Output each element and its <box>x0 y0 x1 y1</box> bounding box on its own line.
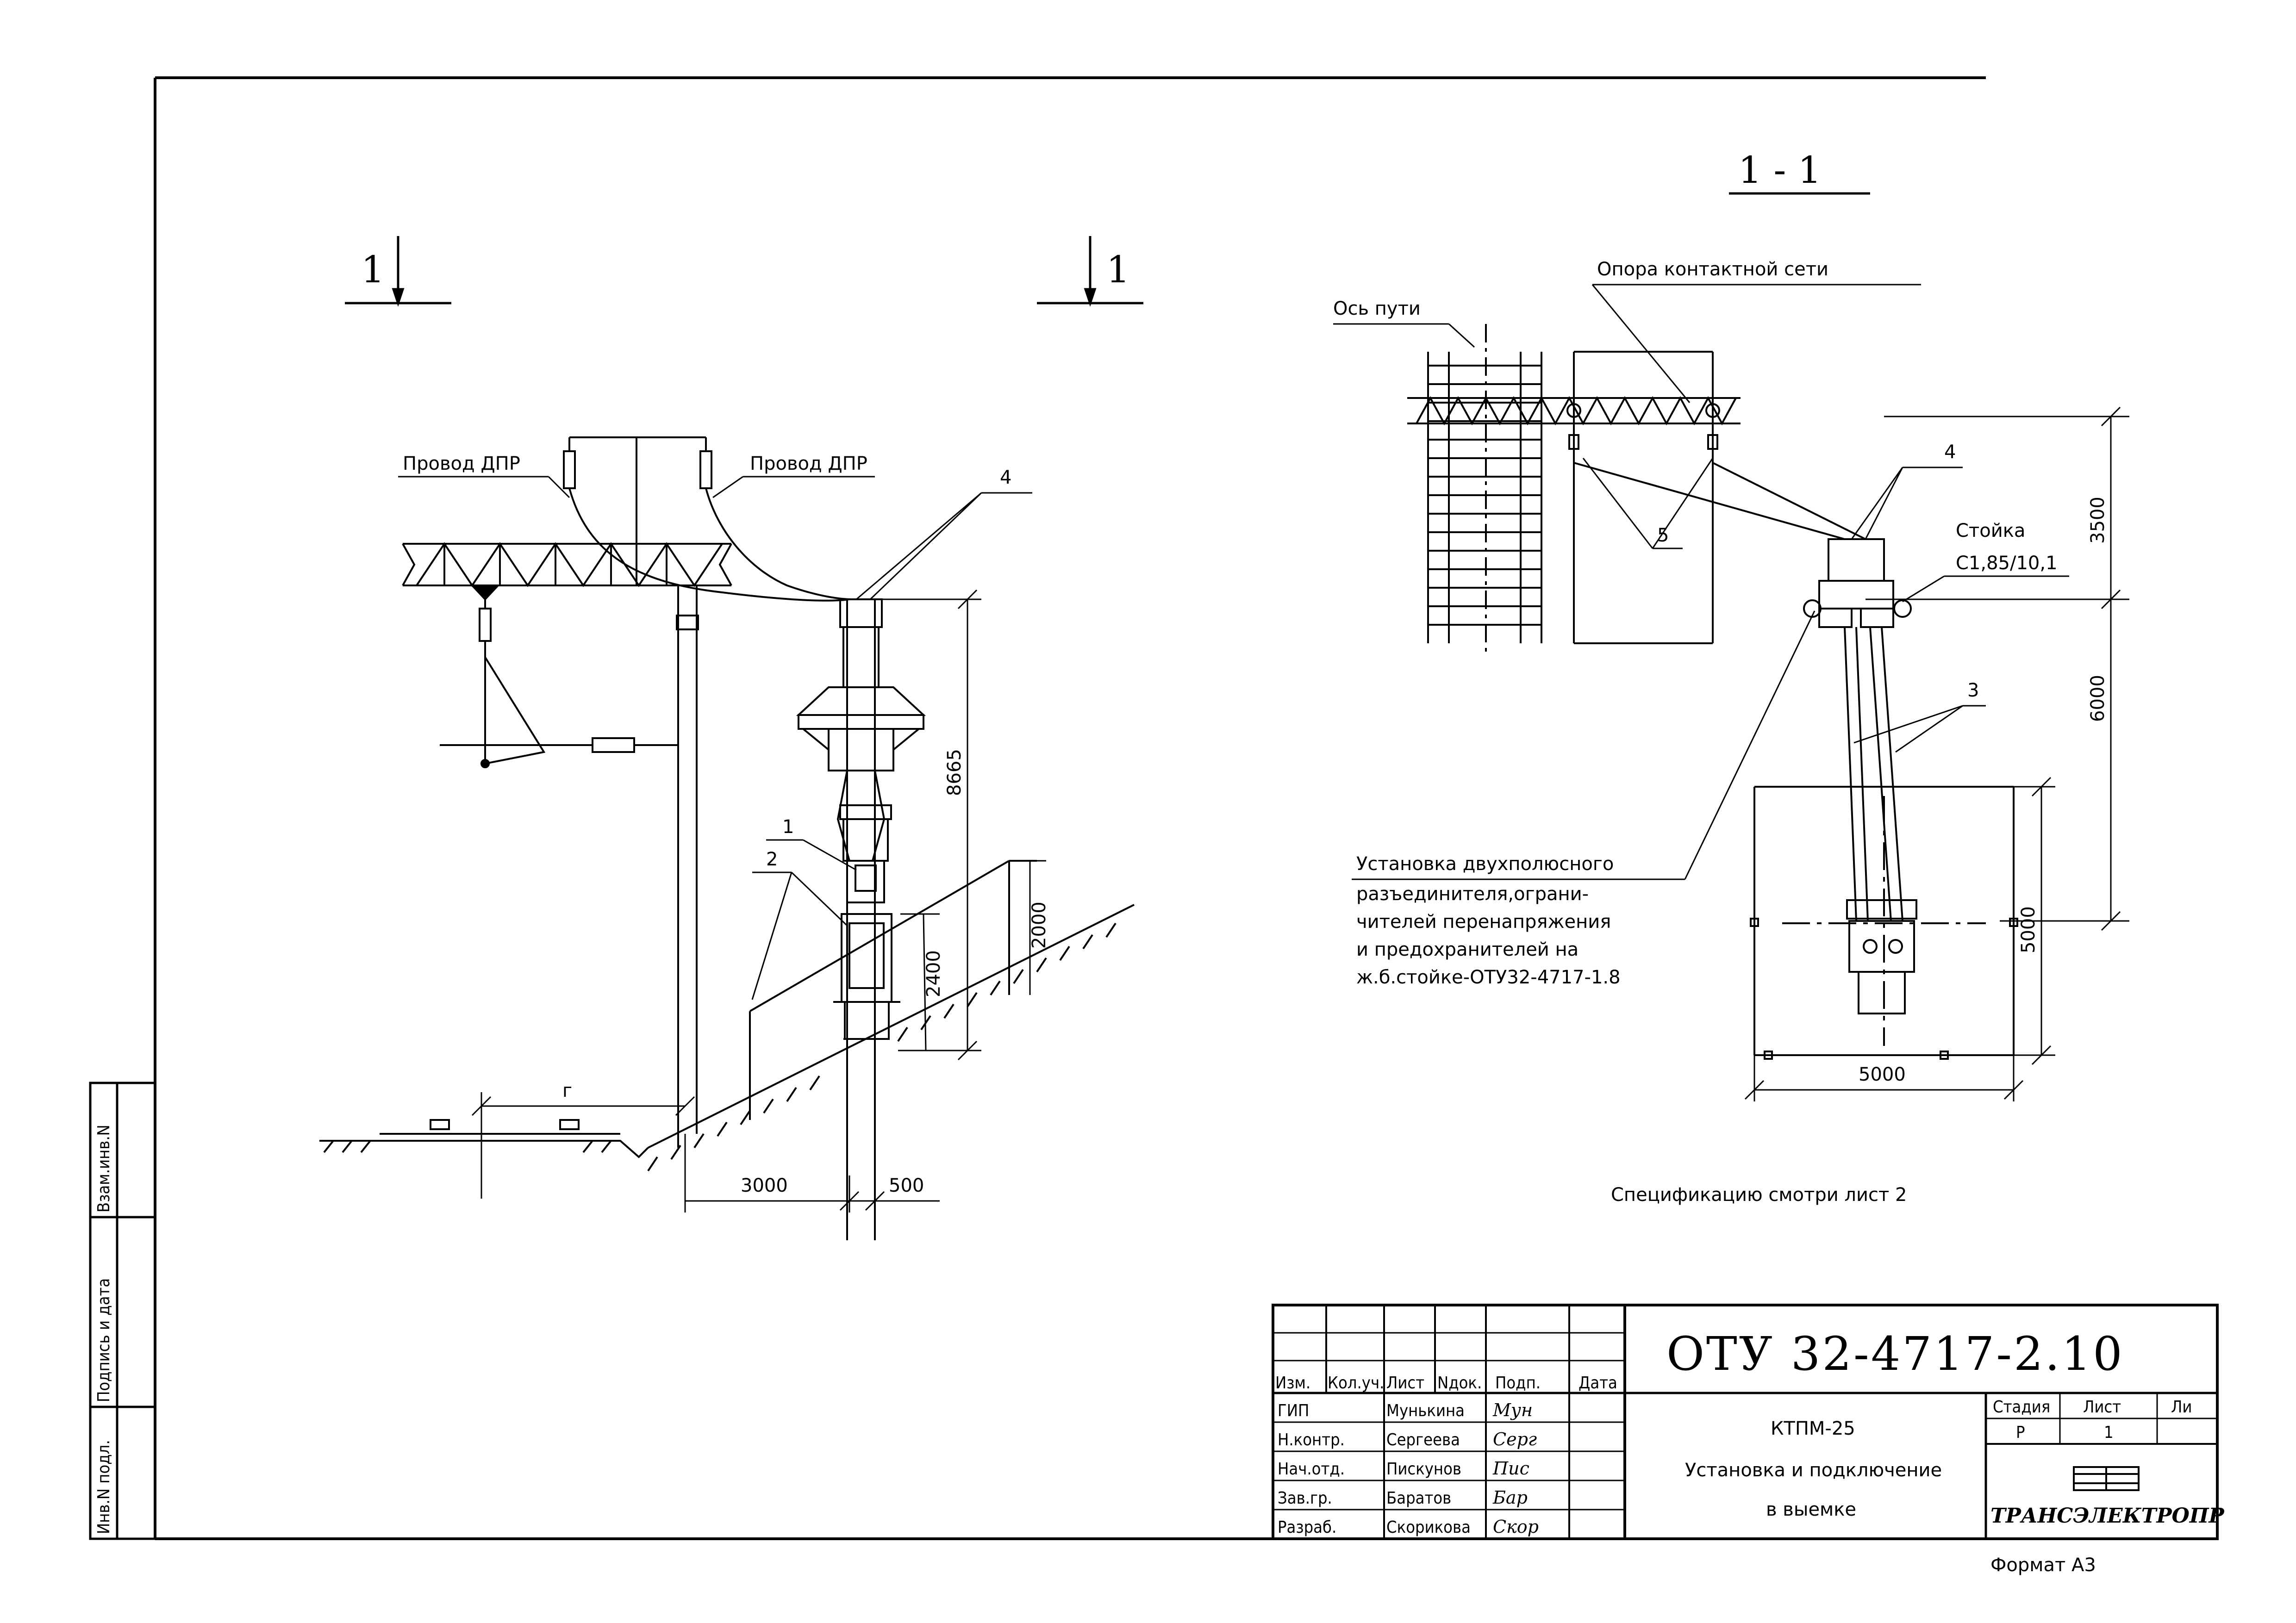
dim-g: г <box>562 1080 572 1101</box>
tb-header-list: Лист <box>1386 1374 1424 1393</box>
section-title: 1 - 1 <box>1738 149 1822 192</box>
install-title: Установка двухполюсного <box>1356 853 1614 875</box>
section-mark-right: 1 <box>1106 248 1130 291</box>
plan-callouts <box>1333 284 2069 880</box>
sheet-header: Лист <box>2083 1398 2121 1417</box>
tb-role-nkontr: Н.контр. <box>1278 1430 1345 1449</box>
rack-label: Стойка <box>1956 520 2025 541</box>
tb-role-nachotd: Нач.отд. <box>1278 1460 1345 1479</box>
tb-role-gip: ГИП <box>1278 1401 1309 1420</box>
product-name: КТПМ-25 <box>1771 1418 1855 1439</box>
dim-5000-vertical: 5000 <box>2018 906 2039 953</box>
left-elevation-view <box>319 436 1135 1240</box>
dpr-wire-label-left: Провод ДПР <box>403 453 520 474</box>
catenary-pole <box>676 585 699 1148</box>
tb-name-nkontr: Сергеева <box>1386 1430 1460 1449</box>
install-line-4: ж.б.стойке-ОТУ32-4717-1.8 <box>1356 967 1621 988</box>
section-marks <box>345 192 1870 307</box>
stage-value: Р <box>2016 1423 2025 1442</box>
install-line-2: чителей перенапряжения <box>1356 911 1611 933</box>
title-block <box>1272 1304 2219 1540</box>
dim-2400: 2400 <box>923 950 944 997</box>
tb-role-zavgr: Зав.гр. <box>1278 1489 1332 1508</box>
description-line-1: Установка и подключение <box>1685 1460 1942 1481</box>
plan-view <box>1333 284 2129 1101</box>
track-axis-label: Ось пути <box>1333 298 1421 319</box>
document-code: ОТУ 32-4717-2.10 <box>1666 1327 2124 1381</box>
catenary-support-plan <box>1407 351 1741 644</box>
tb-name-nachotd: Пискунов <box>1386 1460 1461 1479</box>
tb-name-gip: Мунькина <box>1386 1401 1465 1420</box>
dim-6000: 6000 <box>2087 675 2109 722</box>
callout-5: 5 <box>1657 525 1669 546</box>
site-square <box>1750 786 2018 1060</box>
side-stamp: Взам.инв.N Подпись и дата Инв.N подл. <box>89 1082 156 1540</box>
tb-sign-gip: Мун <box>1492 1400 1533 1420</box>
install-line-3: и предохранителей на <box>1356 939 1578 960</box>
left-dimensions <box>471 589 1046 1213</box>
dim-8665: 8665 <box>944 749 965 796</box>
sheet-format: Формат А3 <box>1990 1555 2096 1576</box>
install-line-1: разъединителя,ограни- <box>1356 883 1589 905</box>
tb-role-razrab: Разраб. <box>1278 1518 1336 1537</box>
transformer-assembly <box>796 598 926 1240</box>
description-line-2: в выемке <box>1766 1499 1856 1520</box>
catenary-support-label: Опора контактной сети <box>1597 259 1828 280</box>
stamp-inv-original: Инв.N подл. <box>94 1440 113 1534</box>
callout-1: 1 <box>782 816 794 838</box>
overhead-truss <box>402 542 732 587</box>
callout-4-left: 4 <box>1000 467 1011 488</box>
left-callouts <box>398 476 1032 1000</box>
stamp-replace-inv: Взам.инв.N <box>94 1125 113 1213</box>
callout-3: 3 <box>1967 680 1979 701</box>
plan-dimensions <box>1744 406 2129 1101</box>
dim-3000: 3000 <box>741 1175 788 1196</box>
dpr-wire-label-right: Провод ДПР <box>750 453 867 474</box>
tb-header-koluch: Кол.уч. <box>1328 1374 1384 1393</box>
tb-sign-nachotd: Пис <box>1492 1458 1529 1479</box>
dpr-wire-hanger <box>563 436 852 602</box>
tb-header-podp: Подп. <box>1495 1374 1541 1393</box>
dim-500: 500 <box>889 1175 924 1196</box>
dim-2000: 2000 <box>1029 902 1050 949</box>
org-name: ТРАНСЭЛЕКТРОПР <box>1990 1504 2225 1528</box>
tb-sign-razrab: Скор <box>1493 1517 1539 1537</box>
sheet-value: 1 <box>2104 1423 2114 1442</box>
dim-5000-horizontal: 5000 <box>1859 1064 1906 1085</box>
rack-type-label: С1,85/10,1 <box>1956 553 2058 574</box>
tb-header-data: Дата <box>1578 1374 1617 1393</box>
spec-note: Спецификацию смотри лист 2 <box>1611 1184 1907 1206</box>
tb-header-izm: Изм. <box>1275 1374 1310 1393</box>
cut-slope <box>319 860 1135 1172</box>
section-mark-left: 1 <box>361 248 385 291</box>
tb-header-ndok: Nдок. <box>1437 1374 1482 1393</box>
sheets-header: Ли <box>2171 1398 2192 1417</box>
stamp-sign-date: Подпись и дата <box>94 1278 113 1402</box>
dim-3500: 3500 <box>2087 497 2109 544</box>
stage-header: Стадия <box>1993 1398 2050 1417</box>
tb-name-zavgr: Баратов <box>1386 1489 1451 1508</box>
tb-sign-nkontr: Серг <box>1493 1429 1537 1449</box>
callout-2: 2 <box>766 849 778 870</box>
tb-sign-zavgr: Бар <box>1492 1487 1528 1508</box>
tb-name-razrab: Скорикова <box>1386 1518 1471 1537</box>
track-plan <box>1427 324 1542 657</box>
rack-and-wires <box>1573 462 1917 1014</box>
sheet-frame <box>154 76 2217 1540</box>
org-logo <box>2073 1466 2140 1491</box>
catenary-hanger <box>440 585 678 768</box>
callout-4-plan: 4 <box>1944 442 1956 463</box>
